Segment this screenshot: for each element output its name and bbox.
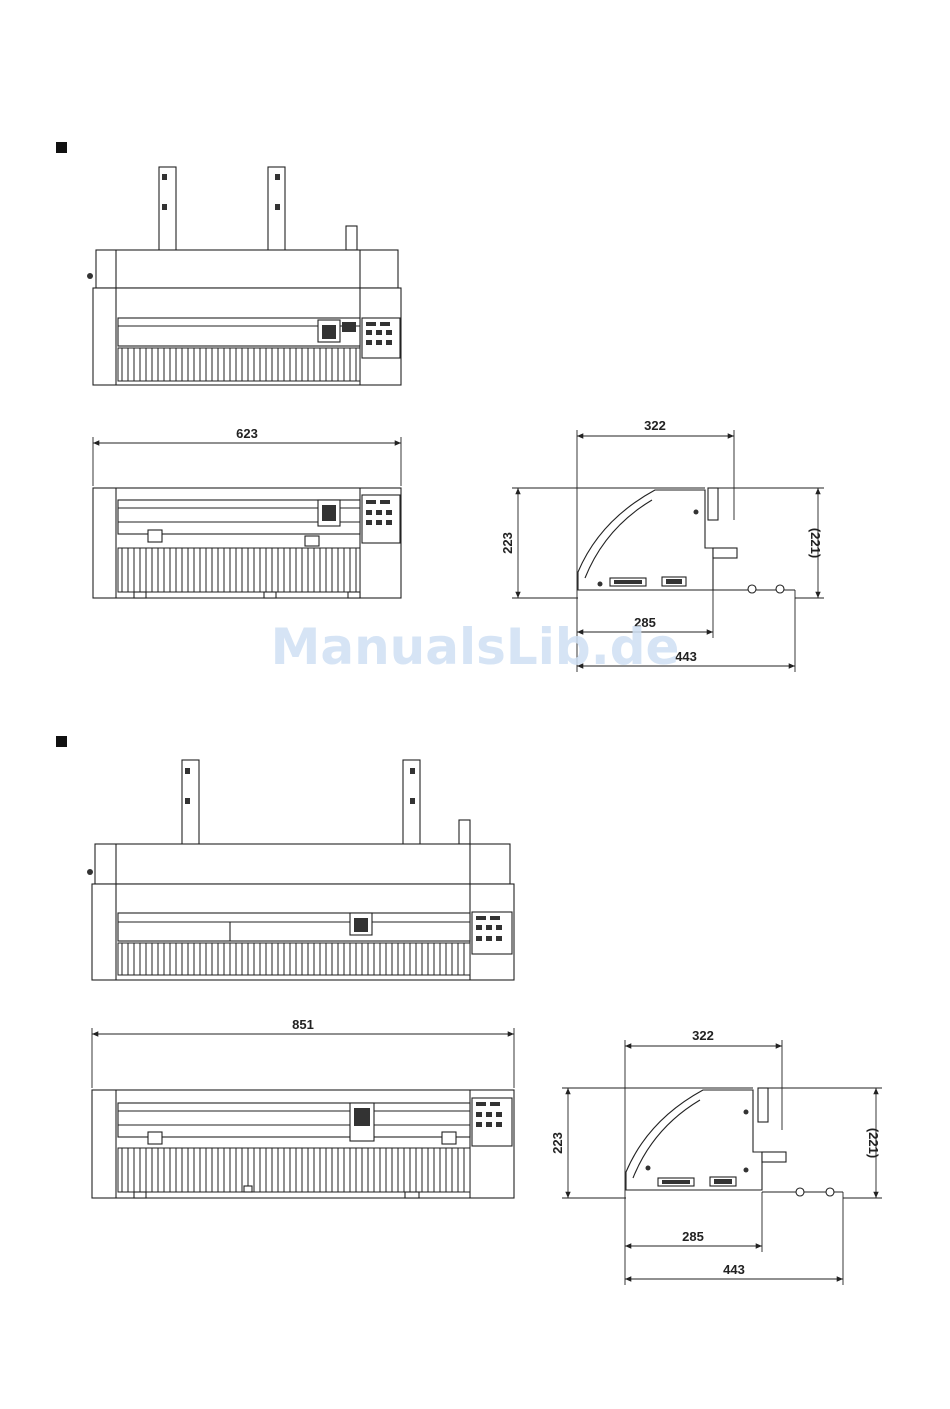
model-b-side-depth-base-label: 285: [682, 1229, 704, 1244]
model-a-front-width-label: 623: [236, 426, 258, 441]
model-a-side-height-right-label: (221): [808, 528, 823, 558]
model-b-side-view: 322 223 (221) 285 443: [550, 1028, 882, 1285]
model-b-side-depth-total-label: 443: [723, 1262, 745, 1277]
model-b-front-width-label: 851: [292, 1017, 314, 1032]
model-b-front-view-stand: [87, 760, 514, 980]
model-b-side-height-right-label: (221): [866, 1128, 881, 1158]
model-a-side-depth-top-label: 322: [644, 418, 666, 433]
model-b-front-view: 851: [92, 1017, 514, 1198]
model-a-front-view-stand: [87, 167, 401, 385]
model-b-side-height-left-label: 223: [550, 1132, 565, 1154]
watermark: ManualsLib.de: [0, 618, 950, 676]
model-a-side-height-left-label: 223: [500, 532, 515, 554]
model-a-front-view: 623: [93, 426, 401, 598]
model-b-side-depth-top-label: 322: [692, 1028, 714, 1043]
